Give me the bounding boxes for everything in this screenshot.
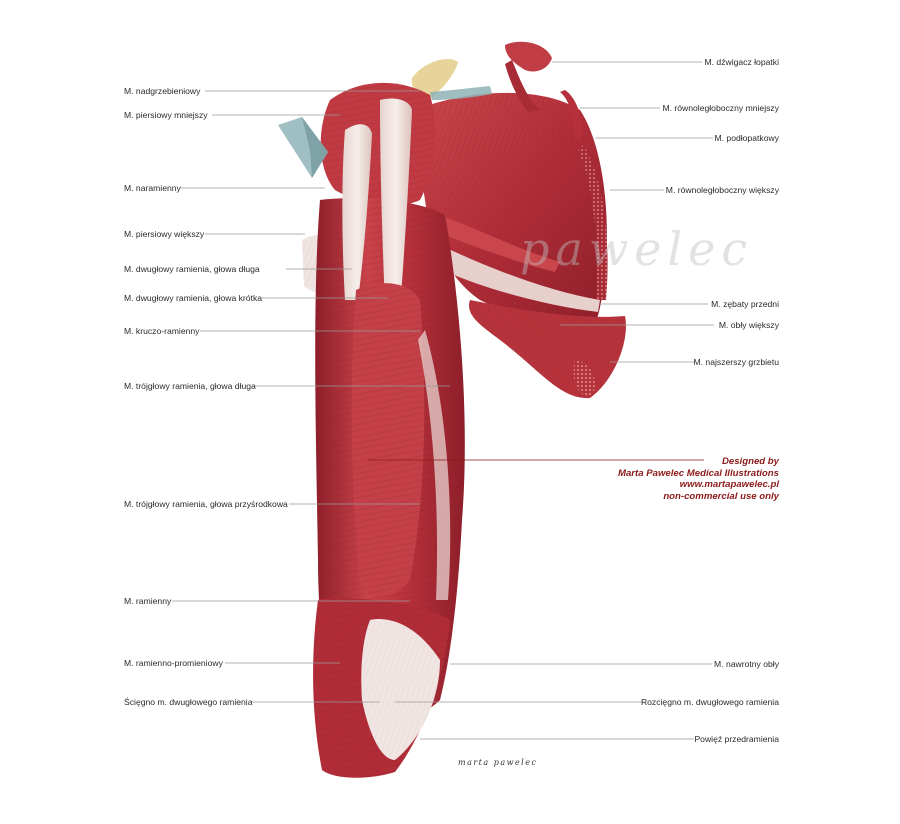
label-bicipital-aponeurosis: Rozcięgno m. dwugłowego ramienia [640, 697, 779, 707]
watermark-text: pawelec [520, 222, 754, 276]
credit-line-designed-by: Designed by [721, 456, 779, 467]
label-subscapularis: M. podłopatkowy [714, 133, 780, 143]
credit-line-usage: non-commercial use only [663, 490, 779, 502]
credit-line-website: www.martapawelec.pl [679, 479, 779, 490]
label-pectoralis-major: M. piersiowy większy [124, 229, 205, 239]
label-biceps-long-head: M. dwugłowy ramienia, głowa długa [124, 264, 260, 274]
label-biceps-tendon: Ścięgno m. dwugłowego ramienia [124, 697, 253, 707]
label-triceps-long-head: M. trójgłowy ramienia, głowa długa [124, 381, 256, 391]
label-pronator-teres: M. nawrotny obły [714, 659, 779, 669]
label-rhomboid-minor: M. równoległoboczny mniejszy [662, 103, 779, 113]
credit-line-studio: Marta Pawelec Medical Illustrations [617, 467, 779, 479]
credit-block: Designed by Marta Pawelec Medical Illust… [618, 456, 779, 502]
label-brachialis: M. ramienny [124, 596, 172, 606]
label-serratus-anterior: M. zębaty przedni [711, 299, 779, 309]
label-levator-scapulae: M. dźwigacz łopatki [704, 57, 779, 67]
label-rhomboid-major: M. równoległoboczny większy [665, 185, 779, 195]
label-biceps-short-head: M. dwugłowy ramienia, głowa krótka [124, 293, 263, 303]
label-deltoid: M. naramienny [124, 183, 181, 193]
artist-signature: marta pawelec [458, 758, 538, 767]
label-antebrachial-fascia: Powięź przedramienia [694, 734, 779, 744]
label-latissimus-dorsi: M. najszerszy grzbietu [693, 357, 780, 367]
label-coracobrachialis: M. kruczo-ramienny [124, 326, 200, 336]
label-brachioradialis: M. ramienno-promieniowy [124, 658, 223, 668]
label-triceps-medial-head: M. trójgłowy ramienia, głowa przyśrodkow… [124, 499, 288, 509]
label-teres-major: M. obły większy [718, 320, 779, 330]
label-supraspinatus: M. nadgrzebieniowy [124, 86, 201, 96]
label-pectoralis-minor: M. piersiowy mniejszy [124, 110, 208, 120]
